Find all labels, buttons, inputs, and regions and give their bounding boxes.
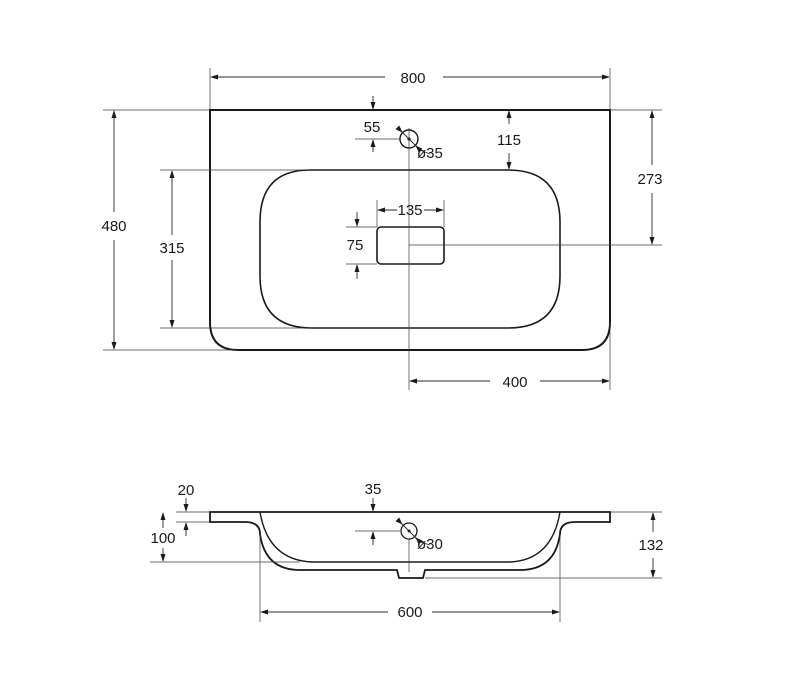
- overflow-outline: [376, 226, 445, 265]
- dimension-label-top-thickness: 20: [178, 482, 195, 499]
- dimension-label-tap-hole-offset: 55: [364, 119, 381, 136]
- dimension-overall-width: 800: [209, 68, 611, 110]
- dimension-label-drain-offset: 273: [637, 171, 662, 188]
- dimension-label-basin-depth: 315: [159, 240, 184, 257]
- dimension-overall-height: 132: [425, 511, 664, 579]
- basin-profile: [209, 511, 611, 579]
- dimension-overflow-width: 135: [376, 200, 445, 227]
- dimension-label-overall-height: 132: [638, 537, 663, 554]
- dimension-label-side-tap-offset: 35: [365, 481, 382, 498]
- top-view: 800 480 315 55: [101, 68, 663, 391]
- dimension-center-to-side: 400: [408, 128, 611, 391]
- dimension-label-overall-depth: 480: [101, 218, 126, 235]
- dimension-drain-offset: 273: [409, 109, 663, 246]
- dimension-label-overflow-width: 135: [397, 202, 422, 219]
- dimension-overflow-height: 75: [346, 212, 377, 279]
- dimension-side-tap-offset: 35: [355, 481, 400, 545]
- dimension-bowl-depth: 100: [150, 512, 300, 563]
- dimension-top-thickness: 20: [176, 482, 210, 536]
- dimension-basin-depth: 315: [159, 169, 312, 329]
- dimension-tap-hole-offset: 55: [355, 96, 400, 152]
- dimension-label-overflow-height: 75: [347, 237, 364, 254]
- basin-outline: [259, 169, 561, 329]
- dimension-label-bowl-depth: 100: [150, 530, 175, 547]
- dimension-bowl-width: 600: [259, 534, 561, 622]
- dimension-label-bowl-width: 600: [397, 604, 422, 621]
- basin-inner-profile: [259, 511, 561, 563]
- dimension-side-tap-diameter: ø30: [395, 517, 443, 553]
- dimension-tap-to-basin: 115: [497, 110, 521, 170]
- countertop-outline: [209, 109, 611, 351]
- dimension-label-side-tap-diameter: ø30: [417, 536, 443, 553]
- dimension-label-tap-hole-diameter: ø35: [417, 145, 443, 162]
- dimension-label-overall-width: 800: [400, 70, 425, 87]
- dimension-overall-depth: 480: [101, 109, 238, 351]
- dimension-tap-hole-diameter: ø35: [395, 125, 443, 162]
- dimension-label-tap-to-basin: 115: [497, 132, 521, 149]
- dimension-label-center-to-side: 400: [502, 374, 527, 391]
- side-view: 20 100 35 ø30: [150, 481, 664, 622]
